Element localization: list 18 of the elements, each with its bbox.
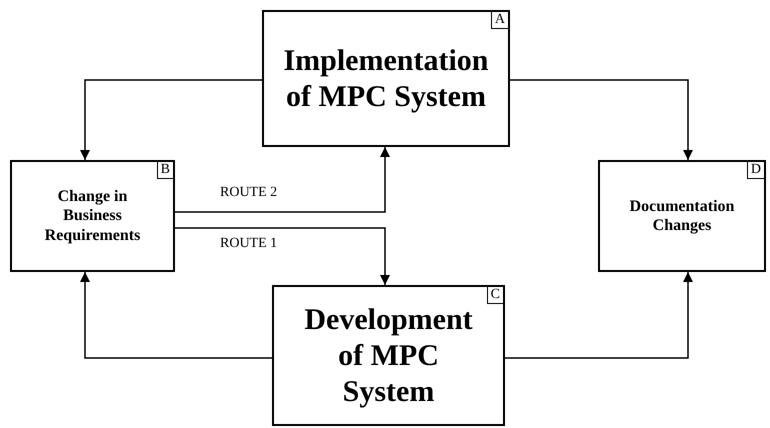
arrow bbox=[505, 272, 693, 359]
arrow bbox=[80, 272, 272, 359]
arrow bbox=[175, 227, 390, 285]
process-box bbox=[272, 285, 505, 426]
process-box bbox=[262, 10, 510, 147]
box-title: Change in Business Requirements bbox=[44, 187, 142, 245]
arrow bbox=[80, 79, 262, 160]
process-box bbox=[598, 160, 766, 272]
corner-letter: A bbox=[490, 11, 509, 29]
box-title: Documentation Changes bbox=[628, 196, 736, 236]
arrow bbox=[510, 79, 693, 160]
corner-letter: C bbox=[486, 286, 504, 304]
corner-letter: B bbox=[156, 161, 174, 179]
process-box bbox=[10, 160, 175, 272]
box-title: Implementation of MPC System bbox=[282, 42, 490, 114]
corner-letter: D bbox=[746, 161, 765, 179]
box-title: Development of MPC System bbox=[303, 302, 474, 410]
arrow bbox=[175, 147, 390, 213]
